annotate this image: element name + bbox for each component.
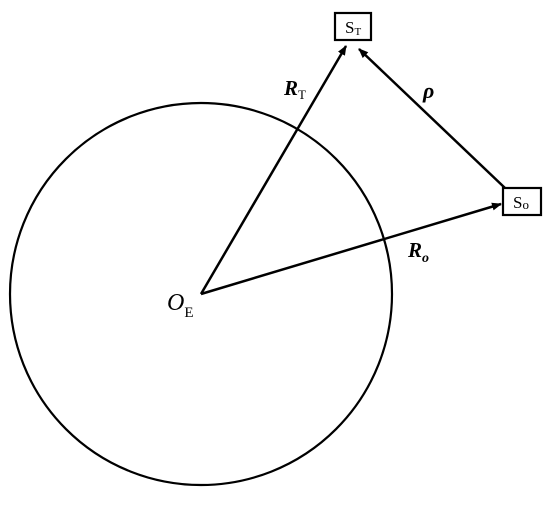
earth-center-label: OE [167, 290, 194, 321]
vector-rho-label: ρ [422, 78, 434, 103]
target-satellite-box: ST [333, 11, 373, 42]
earth-circle [8, 101, 394, 487]
vector-r-t-label: RT [283, 76, 306, 102]
vector-r-o-arrow [200, 202, 502, 296]
target-box-label: ST [345, 18, 361, 38]
vector-rho-arrow [358, 48, 506, 189]
observer-box-label: So [513, 193, 529, 212]
vector-r-t-arrow [199, 45, 348, 295]
vector-r-o-label: Ro [407, 238, 429, 266]
observer-satellite-box: So [501, 186, 543, 217]
